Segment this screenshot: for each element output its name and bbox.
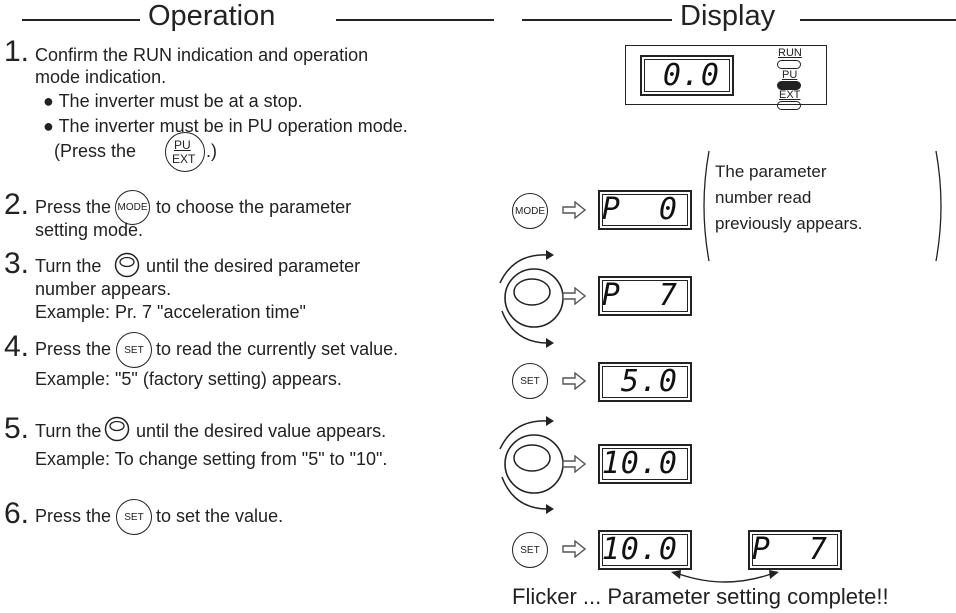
dial-icon-inline-step-5[interactable] <box>104 416 130 442</box>
lcd-display-2: P 0 <box>598 190 692 230</box>
step-2-line2: setting mode. <box>35 220 144 240</box>
lcd-display-6b-value: P 7 <box>751 532 828 567</box>
operation-header: Operation <box>148 0 276 32</box>
step-4-post: to read the currently set value. <box>156 339 399 359</box>
set-button-inline-step-6[interactable]: SET <box>116 499 152 535</box>
arrow-right-icon <box>562 455 586 473</box>
operation-rule-right <box>336 19 494 21</box>
dial-icon-inline[interactable] <box>114 252 140 278</box>
display-header: Display <box>680 0 776 32</box>
step-6-number: 6. <box>4 497 30 530</box>
lcd-display-6b: P 7 <box>748 530 842 570</box>
set-button-step-4[interactable]: SET <box>512 363 548 399</box>
step-1-bullet-1-text: The inverter must be at a stop. <box>58 91 303 111</box>
step-1-extra-pre: (Press the <box>54 141 137 161</box>
set-button-inline-step-4[interactable]: SET <box>116 332 152 368</box>
step-2-pre: Press the <box>35 197 112 217</box>
dial-rotate-icon-step-3[interactable] <box>490 245 584 351</box>
note-line-3: previously appears. <box>715 214 863 233</box>
note-line-2: number read <box>715 188 812 207</box>
lcd-display-5-value: 10.0 <box>601 446 678 481</box>
step-5-pre: Turn the <box>35 421 102 441</box>
arrow-right-icon <box>562 372 586 390</box>
lcd-display-1-value: 0.0 <box>662 58 720 93</box>
pu-ext-button[interactable]: PU EXT <box>165 132 205 172</box>
arrow-right-icon <box>562 287 586 305</box>
step-6-pre: Press the <box>35 506 112 526</box>
step-3-example: Example: Pr. 7 "acceleration time" <box>35 302 306 322</box>
note-line-1: The parameter <box>715 162 827 181</box>
set-button-step-6[interactable]: SET <box>512 532 548 568</box>
run-indicator-label: RUN <box>778 47 802 59</box>
lcd-display-6a-value: 10.0 <box>601 532 678 567</box>
step-5-post: until the desired value appears. <box>136 421 387 441</box>
pu-indicator-led <box>777 81 801 90</box>
lcd-display-6a: 10.0 <box>598 530 692 570</box>
note-bracket-left <box>703 150 710 262</box>
step-4-example: Example: "5" (factory setting) appears. <box>35 369 342 389</box>
pu-indicator-label: PU <box>782 69 798 81</box>
run-indicator-led <box>777 60 801 69</box>
flicker-arrow-icon <box>671 570 779 583</box>
display-rule-right <box>800 19 956 21</box>
step-1-number: 1. <box>4 35 30 68</box>
flicker-caption: Flicker ... Parameter setting complete!! <box>512 584 889 609</box>
pu-ext-button-pu-label: PU <box>174 138 191 152</box>
mode-button[interactable]: MODE <box>512 193 548 229</box>
step-2-post: to choose the parameter <box>156 197 352 217</box>
lcd-display-4-value: 5.0 <box>620 364 678 399</box>
ext-indicator-led <box>777 101 801 110</box>
step-5-number: 5. <box>4 412 30 445</box>
step-6-post: to set the value. <box>156 506 284 526</box>
step-3-number: 3. <box>4 247 30 280</box>
ext-indicator-label: EXT <box>779 89 801 101</box>
step-1-extra-post: .) <box>206 141 217 161</box>
step-2-number: 2. <box>4 188 30 221</box>
step-1-line2: mode indication. <box>35 67 167 87</box>
step-1-bullet-1: ● The inverter must be at a stop. <box>43 91 303 111</box>
arrow-right-icon <box>562 540 586 558</box>
step-1-line1: Confirm the RUN indication and operation <box>35 45 369 65</box>
step-4-pre: Press the <box>35 339 112 359</box>
step-5-example: Example: To change setting from "5" to "… <box>35 449 388 469</box>
display-rule-left <box>522 19 672 21</box>
step-1-bullet-2-text: The inverter must be in PU operation mod… <box>58 116 408 136</box>
mode-button-inline[interactable]: MODE <box>115 190 150 225</box>
lcd-display-3: P 7 <box>598 276 692 316</box>
lcd-display-1: 0.0 <box>640 55 734 96</box>
step-4-number: 4. <box>4 330 30 363</box>
lcd-display-3-value: P 7 <box>601 278 678 313</box>
lcd-display-4: 5.0 <box>598 362 692 402</box>
pu-ext-button-ext-label: EXT <box>172 152 196 166</box>
operation-panel <box>625 45 827 105</box>
operation-rule-left <box>22 19 140 21</box>
step-1-bullet-2: ● The inverter must be in PU operation m… <box>43 116 408 136</box>
step-3-pre: Turn the <box>35 256 102 276</box>
arrow-right-icon <box>562 201 586 219</box>
step-3-post: until the desired parameter <box>146 256 361 276</box>
note-bracket-right <box>935 150 942 262</box>
step-3-line2: number appears. <box>35 279 172 299</box>
lcd-display-5: 10.0 <box>598 444 692 484</box>
lcd-display-2-value: P 0 <box>601 192 678 227</box>
